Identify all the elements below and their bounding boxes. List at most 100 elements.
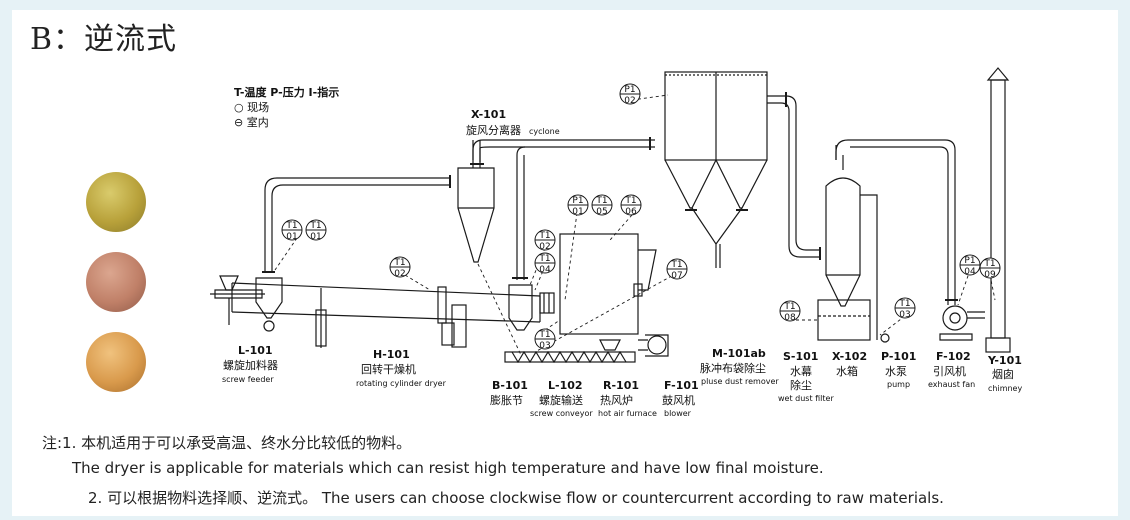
label-b101: B-101 膨胀节 (490, 379, 528, 407)
instrument-balloons: T101T101T102T102T104T103P101T105T106T107… (281, 83, 1001, 351)
instrument-tag: T1 (285, 221, 297, 231)
note-line-1: 注:1. 本机适用于可以承受高温、终水分比较低的物料。 (42, 434, 412, 452)
svg-text:F-102: F-102 (936, 350, 971, 363)
svg-text:pump: pump (887, 380, 910, 389)
svg-text:水箱: 水箱 (836, 364, 858, 378)
svg-text:P-101: P-101 (881, 350, 916, 363)
instrument-number: 01 (286, 232, 297, 242)
legend-title: T-温度 P-压力 I-指示 (234, 86, 340, 99)
instrument-tag: P1 (964, 256, 975, 266)
exhaust-fan-f102 (942, 305, 968, 331)
label-x102: X-102 水箱 (832, 350, 867, 378)
svg-text:螺旋加料器: 螺旋加料器 (223, 358, 278, 372)
svg-text:鼓风机: 鼓风机 (662, 393, 695, 407)
instrument-number: 03 (899, 310, 910, 320)
label-m101: M-101ab 脉冲布袋除尘 pluse dust remover (700, 347, 779, 386)
discharge-cyclone (508, 284, 533, 331)
circle-icon: ○ (234, 101, 244, 114)
svg-text:rotating cylinder dryer: rotating cylinder dryer (356, 379, 447, 388)
note-line-3: 2. 可以根据物料选择顺、逆流式。 The users can choose c… (88, 489, 944, 507)
instrument-tag: T1 (595, 196, 607, 206)
instrument-number: 01 (310, 232, 321, 242)
svg-text:chimney: chimney (988, 384, 1022, 393)
label-f102: F-102 引风机 exhaust fan (928, 350, 975, 389)
water-tank-x102 (817, 299, 871, 341)
svg-text:膨胀节: 膨胀节 (490, 393, 523, 407)
sample-yellow-granules (86, 172, 146, 232)
svg-text:R-101: R-101 (603, 379, 639, 392)
label-l102: L-102 螺旋输送 screw conveyor (530, 379, 593, 418)
instrument-tag: T1 (538, 330, 550, 340)
legend: T-温度 P-压力 I-指示 ○ 现场 ⊖ 室内 (234, 85, 339, 130)
circle-line-icon: ⊖ (234, 116, 244, 129)
instrument-number: 04 (964, 267, 976, 277)
svg-text:exhaust fan: exhaust fan (928, 380, 975, 389)
svg-text:pluse dust remover: pluse dust remover (701, 377, 779, 386)
pipe-wet-filter-to-fan (835, 139, 956, 305)
pipe-bag-to-wet-filter (767, 95, 820, 251)
instrument-tag: T1 (783, 302, 795, 312)
instrument-number: 02 (624, 96, 635, 106)
instrument-number: 05 (596, 207, 607, 217)
wet-dust-filter-s101 (825, 177, 861, 307)
svg-text:水幕: 水幕 (790, 364, 812, 378)
svg-text:cyclone: cyclone (529, 127, 560, 136)
instrument-tag: T1 (670, 260, 682, 270)
svg-text:L-101: L-101 (238, 344, 273, 357)
instrument-number: 06 (625, 207, 637, 217)
instrument-tag: T1 (983, 259, 995, 269)
instrument-tag: T1 (538, 254, 550, 264)
svg-text:F-101: F-101 (664, 379, 699, 392)
svg-text:screw feeder: screw feeder (222, 375, 274, 384)
svg-text:S-101: S-101 (783, 350, 818, 363)
svg-text:L-102: L-102 (548, 379, 583, 392)
instrument-number: 07 (671, 271, 682, 281)
instrument-number: 02 (539, 242, 550, 252)
svg-text:热风炉: 热风炉 (600, 394, 633, 407)
svg-text:水泵: 水泵 (885, 365, 907, 378)
pipe-cyclone-to-bag-filter (472, 139, 655, 160)
label-h101: H-101 回转干燥机 rotating cylinder dryer (356, 348, 447, 388)
sample-orange-granules (86, 332, 146, 392)
diagram-title: B：逆流式 (30, 22, 178, 57)
legend-room: ⊖ 室内 (234, 115, 339, 130)
instrument-number: 09 (984, 270, 996, 280)
pump-p101 (880, 333, 890, 343)
svg-text:blower: blower (664, 409, 692, 418)
svg-text:引风机: 引风机 (933, 364, 966, 378)
svg-text:X-102: X-102 (832, 350, 867, 363)
svg-text:hot air furnace: hot air furnace (598, 409, 657, 418)
svg-text:除尘: 除尘 (790, 378, 812, 392)
label-r101: R-101 热风炉 hot air furnace (598, 379, 657, 418)
diagram-frame (12, 10, 1118, 516)
instrument-tag: T1 (393, 258, 405, 268)
instrument-tag: P1 (624, 85, 635, 95)
svg-text:旋风分离器: 旋风分离器 (466, 123, 521, 137)
instrument-number: 02 (394, 269, 405, 279)
legend-local: ○ 现场 (234, 100, 339, 115)
label-p101: P-101 水泵 pump (881, 350, 916, 389)
instrument-number: 01 (572, 207, 583, 217)
label-s101: S-101 水幕 除尘 wet dust filter (778, 350, 834, 403)
sample-red-granules (86, 252, 146, 312)
svg-text:M-101ab: M-101ab (712, 347, 766, 360)
feeder-hopper (255, 277, 283, 319)
screw-conveyor-l102 (504, 351, 636, 363)
note-line-2: The dryer is applicable for materials wh… (72, 459, 824, 477)
label-l101: L-101 螺旋加料器 screw feeder (222, 344, 278, 384)
